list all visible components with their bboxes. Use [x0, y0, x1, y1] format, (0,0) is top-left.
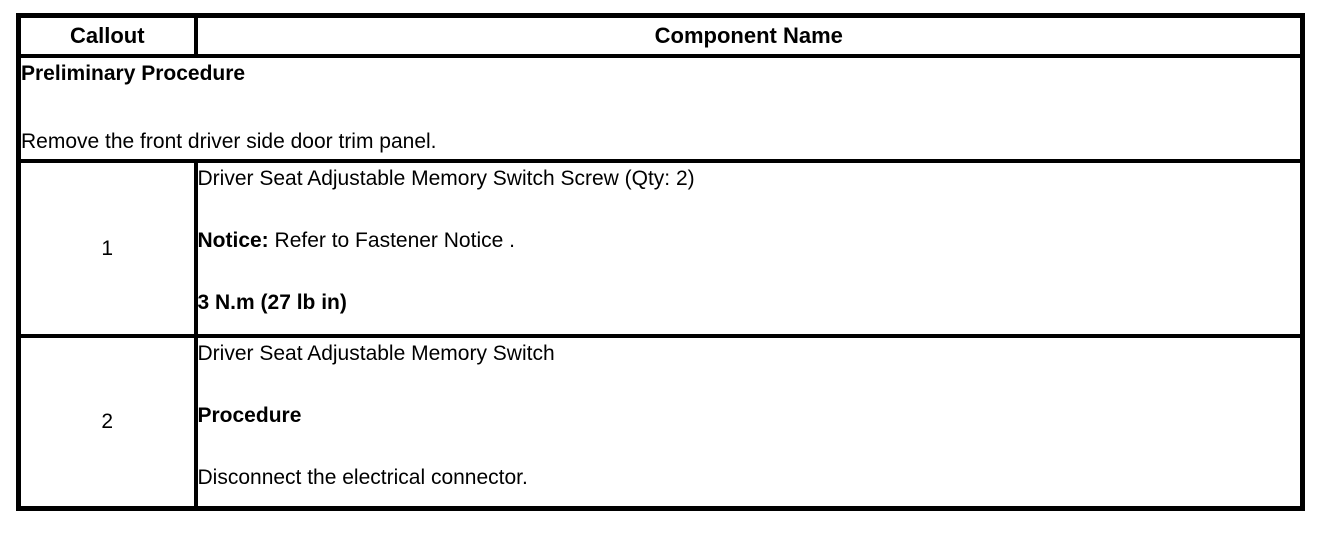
notice-label: Notice: — [197, 229, 269, 252]
preliminary-procedure-title: Preliminary Procedure — [21, 62, 246, 85]
component-cell: Driver Seat Adjustable Memory Switch Scr… — [193, 159, 1305, 338]
callout-column-header: Callout — [16, 13, 198, 58]
table-row: 1 Driver Seat Adjustable Memory Switch S… — [16, 159, 1305, 338]
procedure-instruction: Disconnect the electrical connector. — [197, 466, 528, 489]
preliminary-procedure-cell: Preliminary Procedure Remove the front d… — [16, 54, 1305, 163]
component-cell: Driver Seat Adjustable Memory Switch Pro… — [193, 334, 1305, 511]
component-name-column-header: Component Name — [193, 13, 1305, 58]
preliminary-procedure-row: Preliminary Procedure Remove the front d… — [16, 54, 1305, 163]
callout-number-cell: 1 — [16, 159, 198, 338]
component-name-text: Driver Seat Adjustable Memory Switch Scr… — [197, 167, 695, 190]
table-header-row: Callout Component Name — [16, 13, 1305, 58]
callout-number-cell: 2 — [16, 334, 198, 511]
component-name-text: Driver Seat Adjustable Memory Switch — [197, 342, 555, 365]
procedure-label: Procedure — [197, 404, 302, 427]
preliminary-procedure-instruction: Remove the front driver side door trim p… — [21, 130, 437, 153]
notice-text: Refer to Fastener Notice . — [268, 229, 515, 252]
notice-line: Notice: Refer to Fastener Notice . — [197, 225, 1299, 256]
component-callout-table: Callout Component Name Preliminary Proce… — [16, 13, 1305, 511]
table-row: 2 Driver Seat Adjustable Memory Switch P… — [16, 334, 1305, 511]
torque-spec: 3 N.m (27 lb in) — [197, 291, 347, 314]
